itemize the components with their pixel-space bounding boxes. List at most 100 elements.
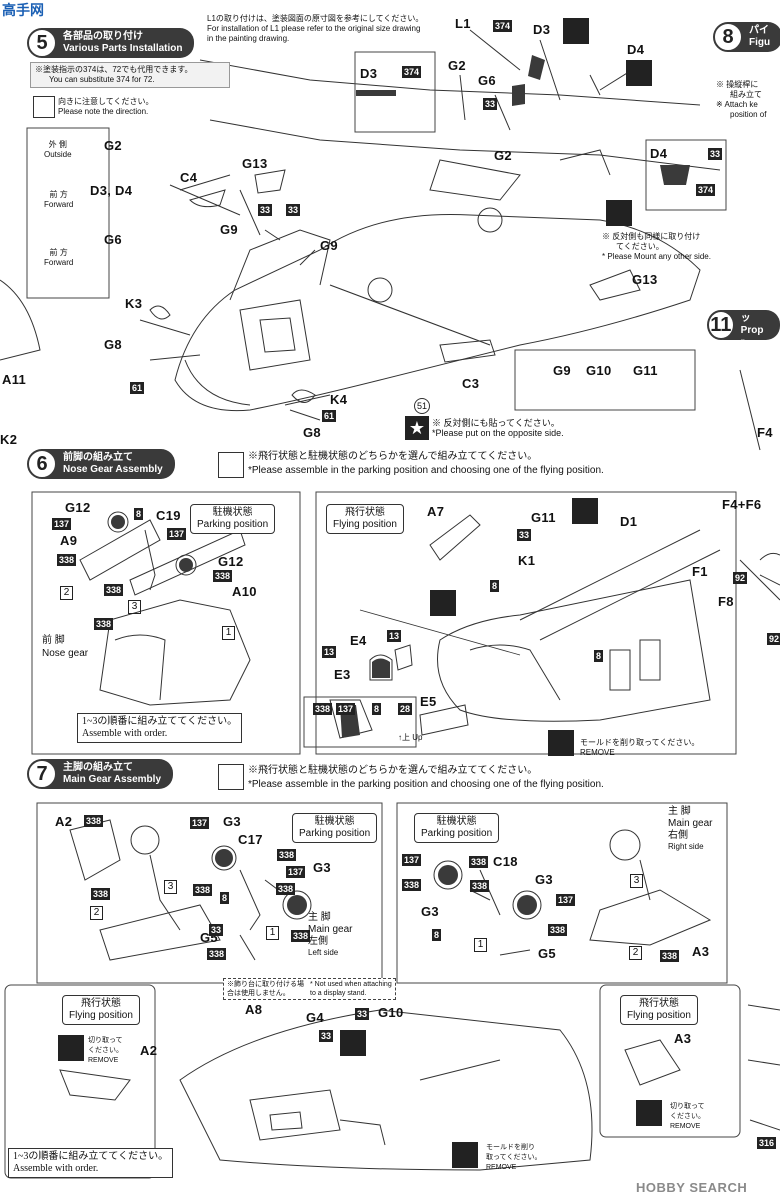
step7-header: 7 主脚の組み立て Main Gear Assembly — [27, 759, 174, 789]
part-label: A11 — [2, 372, 27, 387]
part-label: G3 — [535, 872, 553, 887]
part-label: K4 — [330, 392, 348, 407]
legend-part-g6: G6 — [104, 232, 122, 247]
order-2: 2 — [90, 906, 103, 920]
cut-note-right: 切り取ってください。REMOVE — [670, 1103, 705, 1130]
paint-code: 338 — [84, 815, 104, 827]
part-label: G9 — [320, 238, 338, 253]
substitute-note: ※塗装指示の374は、72でも代用できます。You can substitute… — [30, 62, 230, 88]
paint-code: 338 — [469, 856, 489, 868]
star-icon: ★ — [405, 416, 429, 440]
part-label: C17 — [238, 832, 263, 847]
paint-code: 137 — [167, 528, 187, 540]
paint-code: 61 — [322, 410, 337, 422]
paint-code: 338 — [402, 879, 422, 891]
paint-code: 338 — [57, 554, 77, 566]
direction-icon — [33, 96, 55, 118]
step6-choose-note: ※飛行状態と駐機状態のどちらかを選んで組み立ててください。*Please ass… — [248, 451, 604, 476]
part-label: C4 — [180, 170, 198, 185]
part-label: G5 — [538, 946, 556, 961]
cut-note-left: 切り取ってください。REMOVE — [88, 1037, 123, 1064]
order-1: 1 — [266, 926, 279, 940]
paint-code: 137 — [556, 894, 576, 906]
paint-code: 338 — [548, 924, 568, 936]
order-2: 2 — [629, 946, 642, 960]
paint-code: 137 — [336, 703, 356, 715]
order-3: 3 — [128, 600, 141, 614]
direction-note: 向きに注意してください。Please note the direction. — [58, 97, 154, 116]
paint-code: 338 — [660, 950, 680, 962]
part-label: G13 — [632, 272, 658, 287]
paint-code: 13 — [322, 646, 337, 658]
display-stand-note: ※飾り台に取り付ける場合は使用しません。 * Not used when att… — [223, 978, 396, 1000]
part-label: D1 — [620, 514, 638, 529]
order-1: 1 — [222, 626, 235, 640]
part-label: A9 — [60, 533, 78, 548]
part-label: C19 — [156, 508, 181, 523]
mirror-note: ※ 反対側も同様に取り付けてください。 * Please Mount any o… — [602, 232, 711, 261]
paint-code: 33 — [708, 148, 723, 160]
part-label: G10 — [378, 1005, 404, 1020]
paint-code: 33 — [517, 529, 532, 541]
remove-icon — [636, 1100, 662, 1126]
step6-title-en: Nose Gear Assembly — [63, 464, 163, 475]
paint-code: 338 — [213, 570, 233, 582]
up-arrow-label: ↑上 Up — [398, 733, 423, 742]
order-note-step7: 1~3の順番に組み立ててください。Assemble with order. — [8, 1148, 174, 1178]
part-label: A8 — [245, 1002, 263, 1017]
part-label: G9 — [220, 222, 238, 237]
paint-code: 8 — [134, 508, 144, 520]
paint-code: 8 — [372, 703, 382, 715]
paint-code: 338 — [104, 584, 124, 596]
step11-header: 11 プロッ Prop r — [707, 301, 780, 348]
warning-icon — [563, 18, 589, 44]
part-label: A7 — [427, 504, 445, 519]
part-label: F4+F6 — [722, 497, 762, 512]
paint-code: 338 — [313, 703, 333, 715]
remove-icon — [548, 730, 574, 756]
part-label: C3 — [462, 376, 480, 391]
step11-title-en: Prop r — [740, 325, 764, 348]
part-label: K3 — [125, 296, 143, 311]
step8-number: 8 — [713, 22, 743, 52]
paint-code: 338 — [277, 849, 297, 861]
paint-code: 8 — [220, 892, 230, 904]
remove-icon — [452, 1142, 478, 1168]
choice-icon — [218, 764, 244, 790]
paint-code: 8 — [594, 650, 604, 662]
paint-code: 338 — [91, 888, 111, 900]
remove-icon — [58, 1035, 84, 1061]
order-3: 3 — [164, 880, 177, 894]
paint-code: 338 — [291, 930, 311, 942]
step5-number: 5 — [27, 28, 57, 58]
step8-title-en: Figu — [749, 37, 771, 48]
part-label: F8 — [718, 594, 734, 609]
decal-part-g9: G9 — [553, 363, 571, 378]
decal-number: 51 — [414, 398, 430, 414]
part-label: D4 — [650, 146, 668, 161]
opposite-note: ※ 反対側にも貼ってください。*Please put on the opposi… — [432, 418, 564, 438]
step5-title-jp: 各部品の取り付け — [63, 31, 143, 42]
warning-icon — [606, 200, 632, 226]
paint-code: 137 — [190, 817, 210, 829]
step7-number: 7 — [27, 759, 57, 789]
paint-code: 33 — [258, 204, 273, 216]
remove-note-step7: モールドを削り取ってください。REMOVE — [486, 1144, 542, 1171]
paint-code: 374 — [493, 20, 513, 32]
paint-code: 33 — [209, 924, 224, 936]
paint-code: 338 — [207, 948, 227, 960]
step8-title-jp: パイ — [749, 25, 769, 36]
remove-icon — [572, 498, 598, 524]
warning-icon — [626, 60, 652, 86]
paint-code: 137 — [402, 854, 422, 866]
paint-code: 338 — [470, 880, 490, 892]
paint-code: 92 — [733, 572, 748, 584]
choice-icon — [218, 452, 244, 478]
